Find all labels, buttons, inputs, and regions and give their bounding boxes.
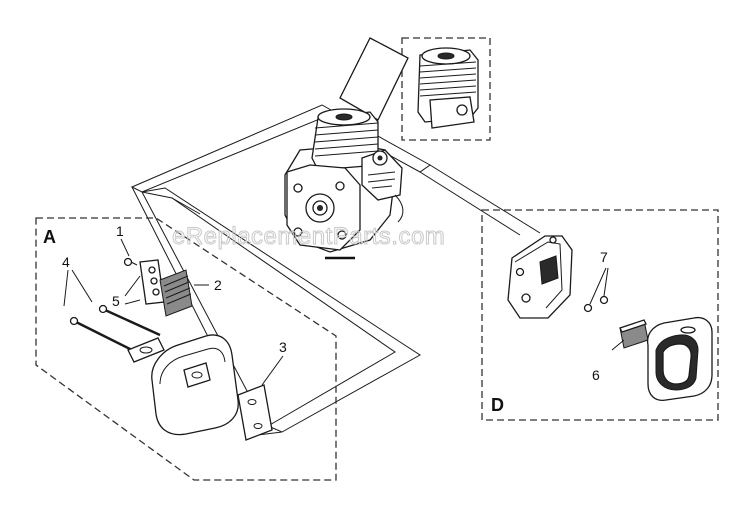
- part-6-filter: [611, 319, 649, 351]
- callout-5: 5: [112, 293, 120, 309]
- cylinder-inset-box: [401, 37, 491, 141]
- air-filter-housing: [507, 235, 573, 319]
- callout-4: 4: [62, 254, 70, 270]
- engine-assembly: [284, 108, 404, 260]
- section-a-label: A: [43, 227, 56, 247]
- section-a-group: A: [35, 217, 337, 481]
- filter-cover: [646, 316, 713, 401]
- part-1-screw: [123, 257, 138, 267]
- section-d-group: D 7 6: [481, 209, 719, 421]
- gasket-sheet: [339, 37, 409, 121]
- part-7-screws: [583, 267, 609, 313]
- callout-2: 2: [214, 277, 222, 293]
- callout-1: 1: [116, 223, 124, 239]
- callout-6: 6: [592, 367, 600, 383]
- callout-3: 3: [279, 339, 287, 355]
- section-d-label: D: [491, 395, 504, 415]
- bracket: [127, 337, 165, 363]
- part-2-screen: [159, 269, 193, 317]
- watermark-text: eReplacementParts.com: [172, 223, 445, 250]
- callout-7: 7: [600, 249, 608, 265]
- part-4-bolts: [69, 304, 161, 352]
- muffler-body: [151, 334, 239, 436]
- part-3-gasket: [237, 384, 273, 441]
